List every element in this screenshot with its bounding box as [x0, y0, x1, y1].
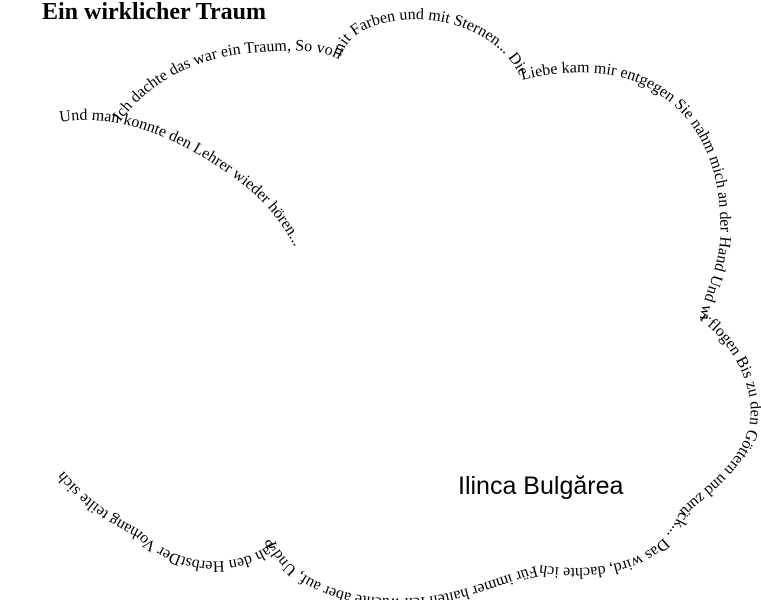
- author-name: Ilinca Bulgărea: [458, 472, 624, 500]
- poem-outer-line: Ich dachte das war ein Traum, So voll mi…: [54, 6, 761, 600]
- poem-inner-line: Und man konnte den Lehrer wieder hören..…: [58, 107, 306, 249]
- poem-title: Ein wirklicher Traum: [42, 0, 267, 25]
